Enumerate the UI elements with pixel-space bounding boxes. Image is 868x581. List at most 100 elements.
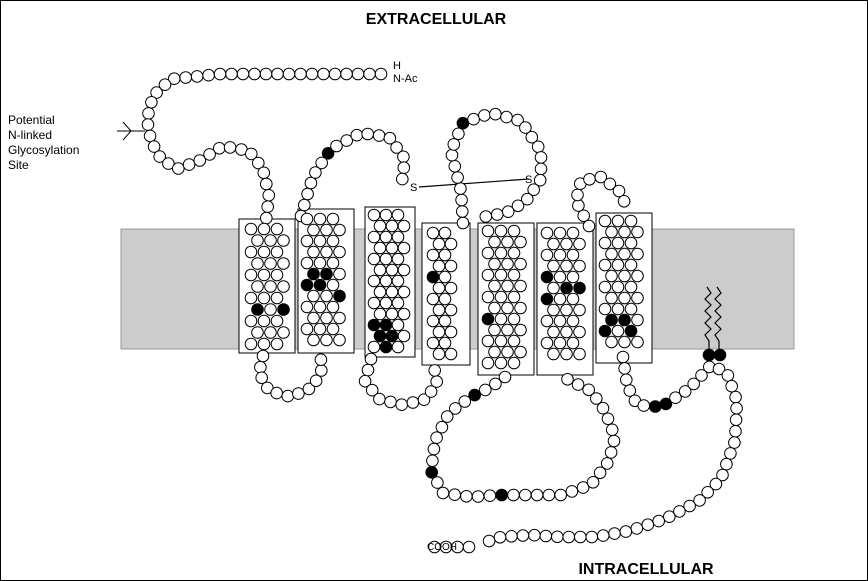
residue (368, 275, 380, 287)
residue (501, 111, 513, 123)
residue (472, 491, 484, 503)
residue (541, 315, 553, 327)
disulfide-bond (419, 179, 529, 187)
residue (561, 260, 573, 272)
n-terminus-h-label: H (393, 60, 401, 72)
residue (561, 238, 573, 250)
residue (318, 68, 330, 80)
residue (433, 238, 445, 250)
residue (392, 297, 404, 309)
residue (543, 489, 555, 501)
glycosylation-label-line-3: Glycosylation (8, 143, 79, 157)
residue-highlighted (703, 349, 715, 361)
residue (490, 108, 502, 120)
residue (457, 217, 469, 229)
residue (563, 531, 575, 543)
residue (502, 206, 514, 218)
residue (237, 68, 249, 80)
residue (482, 225, 494, 237)
residue (255, 361, 267, 373)
residue (502, 324, 514, 336)
residue (392, 341, 404, 353)
residue (508, 313, 520, 325)
residue (561, 304, 573, 316)
residue (621, 374, 633, 386)
residue (619, 363, 631, 375)
residue-highlighted (457, 117, 469, 129)
residue (392, 231, 404, 243)
residue (385, 396, 397, 408)
residue (508, 247, 520, 259)
residue (433, 304, 445, 316)
residue-highlighted (321, 268, 333, 280)
residue (180, 72, 192, 84)
residue (490, 378, 502, 390)
residue (380, 253, 392, 265)
residue (653, 515, 665, 527)
residue (449, 161, 461, 173)
residue (445, 238, 457, 250)
residue (445, 260, 457, 272)
residue (427, 337, 439, 349)
residue (334, 224, 346, 236)
residue (554, 337, 566, 349)
residue (305, 177, 317, 189)
residue (729, 437, 741, 449)
residue (489, 258, 501, 270)
residue (386, 286, 398, 298)
residue (396, 399, 408, 411)
residue (495, 291, 507, 303)
residue (631, 523, 643, 535)
residue (373, 130, 385, 142)
residue (495, 313, 507, 325)
residue (541, 227, 553, 239)
residue (508, 225, 520, 237)
residue (398, 220, 410, 232)
residue (258, 315, 270, 327)
residue (572, 379, 584, 391)
residue (468, 113, 480, 125)
glycosylation-label-line-2: N-linked (8, 128, 52, 142)
residue-highlighted (374, 330, 386, 342)
residue (314, 323, 326, 335)
residue (308, 290, 320, 302)
residue (584, 174, 596, 186)
residue (482, 357, 494, 369)
residue (374, 308, 386, 320)
residue (730, 426, 742, 438)
residue (586, 531, 598, 543)
residue (482, 291, 494, 303)
residue (448, 139, 460, 151)
residue (392, 253, 404, 265)
residue (278, 281, 290, 293)
residue (252, 281, 264, 293)
residue (489, 302, 501, 314)
residue (567, 227, 579, 239)
residue (392, 209, 404, 221)
residue (606, 424, 618, 436)
residue (301, 301, 313, 313)
residue (245, 292, 257, 304)
residue (439, 337, 451, 349)
residue (508, 291, 520, 303)
residue (502, 302, 514, 314)
residue (548, 304, 560, 316)
residue (566, 486, 578, 498)
residue-highlighted (541, 293, 553, 305)
residue (252, 235, 264, 247)
residue (574, 238, 586, 250)
residue (439, 227, 451, 239)
residue (599, 215, 611, 227)
residue (515, 324, 527, 336)
residue (574, 260, 586, 272)
residue (321, 224, 333, 236)
residue (632, 292, 644, 304)
residue (271, 338, 283, 350)
residue (567, 271, 579, 283)
residue (374, 286, 386, 298)
residue (173, 163, 185, 175)
residue (265, 235, 277, 247)
residue (612, 237, 624, 249)
residue (265, 281, 277, 293)
residue (482, 247, 494, 259)
